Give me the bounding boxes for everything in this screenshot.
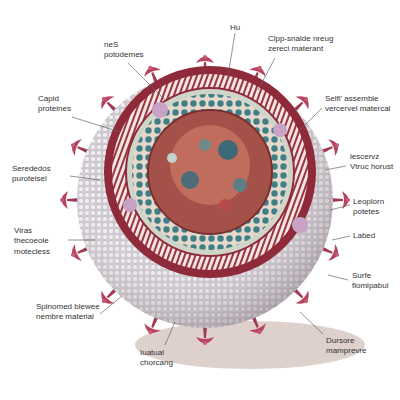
part-label: Capid proteines: [38, 94, 88, 115]
part-label: Leoplorn potetes: [353, 197, 397, 218]
part-label: Splnomed blewee nembre material: [36, 302, 102, 323]
part-label: Serededos puroteisel: [12, 164, 68, 185]
part-label: Labed: [353, 231, 393, 241]
part-label: Hu: [230, 23, 260, 33]
part-label: Viras thecoeole motecless: [14, 226, 66, 257]
part-label: Selfi' assemble vercervel matercal: [325, 94, 395, 115]
part-label: neS potodemes: [104, 40, 152, 61]
part-label: Clpp-snalde nreug zereci materant: [268, 34, 352, 55]
part-label: Dursore mamprevre: [326, 336, 390, 357]
part-label: Surfe flomipabul: [352, 271, 396, 292]
part-label: lescervz Vtruc horust: [350, 152, 394, 173]
part-label: Iuatual chorcang: [140, 348, 190, 369]
